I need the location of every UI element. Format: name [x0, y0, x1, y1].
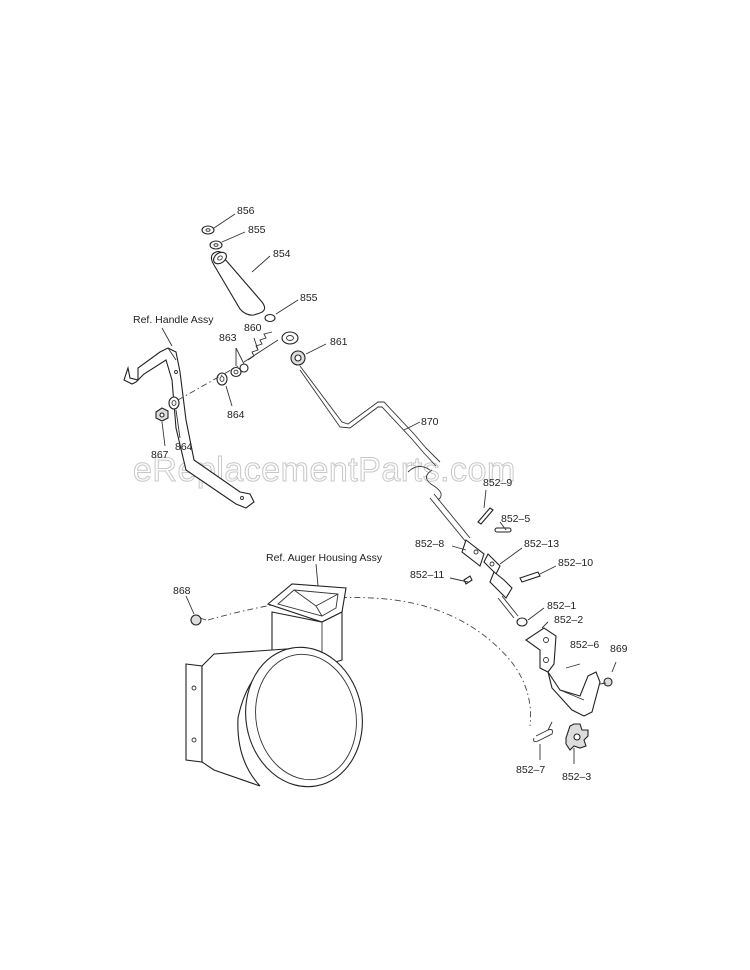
part-868-bolt: [190, 614, 207, 626]
part-864-lower-washer: [168, 396, 180, 410]
callout-852-13: 852–13: [524, 538, 559, 550]
part-852-joint-stack: [489, 571, 519, 619]
part-852-5-rollpin: [494, 527, 512, 533]
callout-870: 870: [421, 416, 439, 428]
callout-852-10: 852–10: [558, 557, 593, 569]
callout-855-lower: 855: [300, 292, 318, 304]
part-852-10-pin: [519, 571, 541, 583]
part-855-lower-washer: [264, 313, 276, 323]
part-852-2-bracket: [525, 627, 557, 673]
callout-856: 856: [237, 205, 255, 217]
part-864-upper-washer: [216, 372, 228, 386]
part-852-1-washer: [516, 617, 528, 627]
part-860-bolt-spring: [243, 331, 279, 363]
part-867-nut: [155, 407, 169, 422]
callout-852-9: 852–9: [483, 477, 512, 489]
part-854-roller: [210, 251, 266, 316]
part-852-7-clip: [533, 721, 553, 743]
part-856-washer: [201, 225, 215, 235]
callout-864-lower: 864: [175, 441, 193, 453]
callout-852-1: 852–1: [547, 600, 576, 612]
callout-869: 869: [610, 643, 628, 655]
callout-861: 861: [330, 336, 348, 348]
callout-864-upper: 864: [227, 409, 245, 421]
callout-852-7: 852–7: [516, 764, 545, 776]
part-861-eyebolt: [281, 331, 306, 366]
part-852-11-bolt: [463, 575, 473, 585]
part-852-13-joint: [483, 553, 501, 575]
callout-868: 868: [173, 585, 191, 597]
callout-852-8: 852–8: [415, 538, 444, 550]
part-869-bolt: [599, 677, 613, 687]
part-863-washers: [230, 363, 249, 378]
part-852-6-chute-bracket: [547, 671, 601, 717]
auger-housing-assembly: [185, 583, 363, 788]
part-852-3-gear: [565, 723, 589, 751]
part-870-shaft: [299, 365, 471, 543]
callout-854: 854: [273, 248, 291, 260]
ref-handle-assy-label: Ref. Handle Assy: [133, 314, 214, 326]
callout-852-2: 852–2: [554, 614, 583, 626]
callout-855-top: 855: [248, 224, 266, 236]
handle-assembly: [123, 347, 255, 509]
part-852-9-pin: [477, 507, 494, 525]
callout-863: 863: [219, 332, 237, 344]
callout-852-6: 852–6: [570, 639, 599, 651]
ref-auger-housing-assy-label: Ref. Auger Housing Assy: [266, 552, 383, 564]
callout-852-3: 852–3: [562, 771, 591, 783]
callout-860: 860: [244, 322, 262, 334]
callout-852-11: 852–11: [410, 569, 444, 581]
part-855-top-washer: [209, 240, 223, 250]
callout-852-5: 852–5: [501, 513, 530, 525]
part-852-8-coupler: [461, 539, 485, 567]
callout-867: 867: [151, 449, 169, 461]
